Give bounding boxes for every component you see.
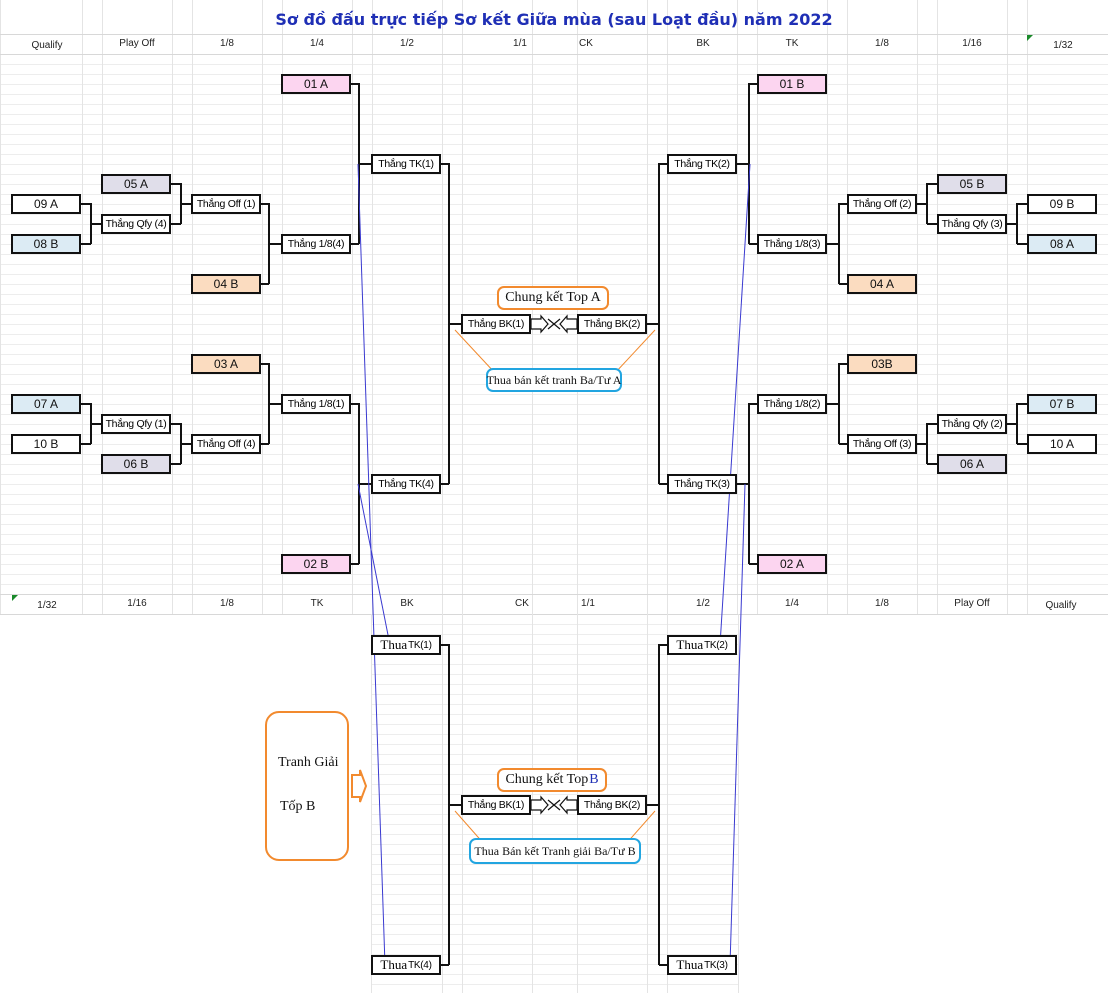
header-1-4: 1/4 <box>310 38 324 49</box>
match-winner-1-8-3: Thắng 1/8(3) <box>757 234 827 254</box>
match-winner-tk2: Thắng TK(2) <box>667 154 737 174</box>
loser-word: Thua <box>676 637 704 652</box>
loser-tk2-code: TK(2) <box>704 639 728 651</box>
team-01a: 01 A <box>281 74 351 94</box>
loser-tk4-code: TK(4) <box>408 959 432 971</box>
third-place-b-text: Thua Bán kết Tranh giải Ba/Tư B <box>474 843 636 858</box>
match-winner-off2: Thắng Off (2) <box>847 194 917 214</box>
loser-word: Thua <box>380 957 408 972</box>
team-02a: 02 A <box>757 554 827 574</box>
team-01b: 01 B <box>757 74 827 94</box>
final-b-semifinal-winner-2: Thắng BK(2) <box>577 795 647 815</box>
header-mid-1-2: 1/2 <box>696 598 710 609</box>
final-top-b-accent: B <box>589 772 599 787</box>
third-place-a-label: Thua bán kết tranh Ba/Tư A <box>486 368 622 392</box>
team-10a: 10 A <box>1027 434 1097 454</box>
final-top-a-text: Chung kết Top A <box>505 290 601 305</box>
cell-comment-marker <box>1027 35 1033 41</box>
match-winner-off4: Thắng Off (4) <box>191 434 261 454</box>
team-02b: 02 B <box>281 554 351 574</box>
header-playoff: Play Off <box>119 38 155 49</box>
match-winner-qfy1: Thắng Qfy (1) <box>101 414 171 434</box>
final-a-semifinal-winner-1: Thắng BK(1) <box>461 314 531 334</box>
loser-tk3-code: TK(3) <box>704 959 728 971</box>
header-1-16: 1/16 <box>962 38 982 49</box>
team-07a: 07 A <box>11 394 81 414</box>
header-mid-bk: BK <box>400 598 414 609</box>
header-bk: BK <box>696 38 710 49</box>
team-05b: 05 B <box>937 174 1007 194</box>
header-tk: TK <box>785 38 799 49</box>
page-title: Sơ đồ đấu trực tiếp Sơ kết Giữa mùa (sau… <box>275 10 833 29</box>
cell-comment-marker <box>12 595 18 601</box>
header-1-1: 1/1 <box>513 38 527 49</box>
header-mid-1-8-right: 1/8 <box>875 598 889 609</box>
team-03b: 03B <box>847 354 917 374</box>
third-place-a-text: Thua bán kết tranh Ba/Tư A <box>486 372 622 387</box>
team-06a: 06 A <box>937 454 1007 474</box>
header-mid-playoff: Play Off <box>954 598 990 609</box>
match-winner-1-8-4: Thắng 1/8(4) <box>281 234 351 254</box>
header-mid-1-16: 1/16 <box>127 598 147 609</box>
header-1-32: 1/32 <box>1053 40 1073 51</box>
team-06b: 06 B <box>101 454 171 474</box>
final-b-semifinal-winner-1: Thắng BK(1) <box>461 795 531 815</box>
header-mid-1-8: 1/8 <box>220 598 234 609</box>
header-1-2: 1/2 <box>400 38 414 49</box>
team-04b: 04 B <box>191 274 261 294</box>
side-label-line2: Tốp B <box>280 799 316 814</box>
match-winner-off1: Thắng Off (1) <box>191 194 261 214</box>
final-top-a-label: Chung kết Top A <box>497 286 609 310</box>
match-winner-tk1: Thắng TK(1) <box>371 154 441 174</box>
header-1-8: 1/8 <box>220 38 234 49</box>
match-winner-1-8-2: Thắng 1/8(2) <box>757 394 827 414</box>
team-08a: 08 A <box>1027 234 1097 254</box>
header-mid-1-32: 1/32 <box>37 600 57 611</box>
header-mid-ck: CK <box>515 598 529 609</box>
match-winner-qfy3: Thắng Qfy (3) <box>937 214 1007 234</box>
top-b-side-label: Tranh Giải Tốp B <box>265 711 349 861</box>
loser-tk1-code: TK(1) <box>408 639 432 651</box>
match-winner-tk3: Thắng TK(3) <box>667 474 737 494</box>
header-mid-qualify: Qualify <box>1045 600 1077 611</box>
team-03a: 03 A <box>191 354 261 374</box>
match-winner-qfy2: Thắng Qfy (2) <box>937 414 1007 434</box>
final-top-b-text: Chung kết Top <box>505 772 589 787</box>
header-ck: CK <box>579 38 593 49</box>
header-qualify: Qualify <box>31 40 63 51</box>
header-1-8-right: 1/8 <box>875 38 889 49</box>
header-mid-1-4: 1/4 <box>785 598 799 609</box>
team-10b: 10 B <box>11 434 81 454</box>
team-04a: 04 A <box>847 274 917 294</box>
team-09b: 09 B <box>1027 194 1097 214</box>
match-winner-1-8-1: Thắng 1/8(1) <box>281 394 351 414</box>
header-mid-1-1: 1/1 <box>581 598 595 609</box>
team-07b: 07 B <box>1027 394 1097 414</box>
match-winner-off3: Thắng Off (3) <box>847 434 917 454</box>
team-05a: 05 A <box>101 174 171 194</box>
header-mid-tk: TK <box>310 598 324 609</box>
team-08b: 08 B <box>11 234 81 254</box>
match-winner-qfy4: Thắng Qfy (4) <box>101 214 171 234</box>
team-09a: 09 A <box>11 194 81 214</box>
match-winner-tk4: Thắng TK(4) <box>371 474 441 494</box>
final-a-semifinal-winner-2: Thắng BK(2) <box>577 314 647 334</box>
side-label-line1: Tranh Giải <box>278 755 339 770</box>
loser-word: Thua <box>380 637 408 652</box>
loser-word: Thua <box>676 957 704 972</box>
third-place-b-label: Thua Bán kết Tranh giải Ba/Tư B <box>469 838 641 864</box>
